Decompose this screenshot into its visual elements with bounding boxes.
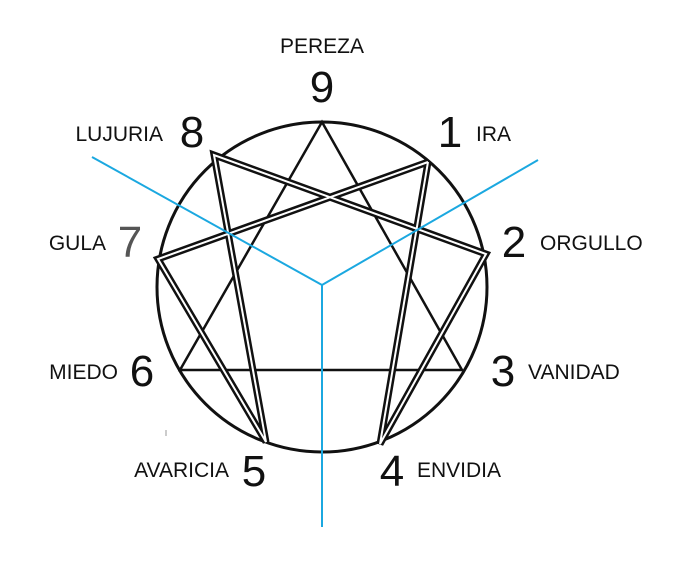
number-5: 5	[242, 447, 266, 496]
label-vanidad: VANIDAD	[528, 361, 620, 384]
label-miedo: MIEDO	[49, 361, 118, 384]
number-8: 8	[180, 108, 204, 157]
label-pereza: PEREZA	[280, 35, 364, 58]
number-3: 3	[491, 347, 515, 396]
divider-line-left	[91, 156, 323, 286]
label-lujuria: LUJURIA	[75, 123, 163, 146]
hexad-inner	[156, 153, 488, 445]
number-7: 7	[118, 218, 142, 267]
number-2: 2	[502, 218, 526, 267]
label-orgullo: ORGULLO	[540, 232, 643, 255]
label-avaricia: AVARICIA	[134, 459, 229, 482]
number-1: 1	[438, 108, 462, 157]
label-envidia: ENVIDIA	[417, 459, 501, 482]
label-ira: IRA	[476, 123, 511, 146]
number-6: 6	[130, 347, 154, 396]
divider-line-right	[321, 159, 539, 286]
label-gula: GULA	[49, 232, 106, 255]
number-4: 4	[380, 447, 404, 496]
number-9: 9	[310, 63, 334, 112]
